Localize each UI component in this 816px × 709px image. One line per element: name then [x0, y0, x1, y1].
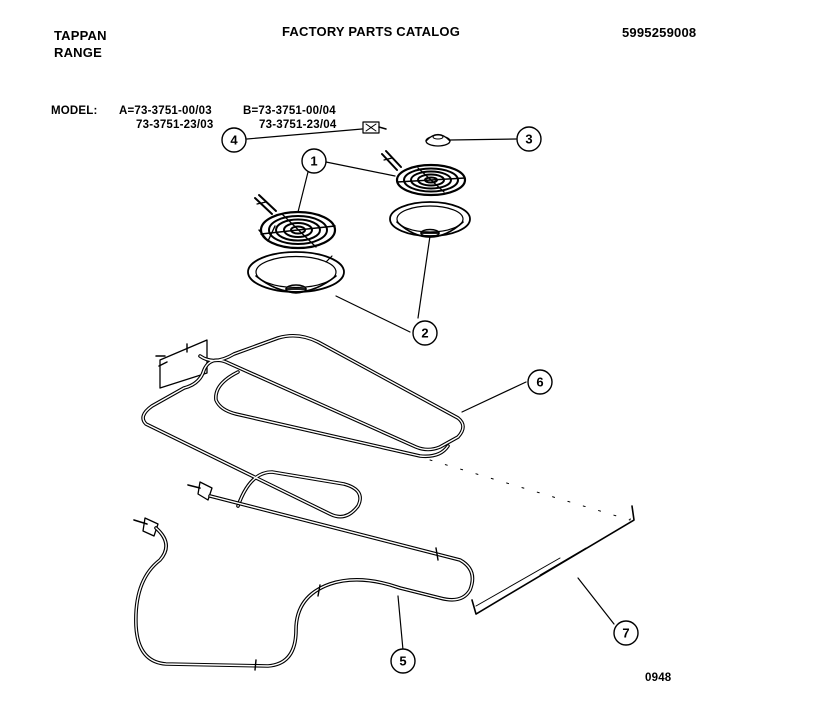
model-b-line2: 73-3751-23/04 — [259, 119, 337, 131]
callout-6-circle — [527, 369, 553, 395]
callout-7: 7 — [622, 626, 629, 641]
callout-2-circle — [412, 320, 438, 346]
page-code: 0948 — [645, 672, 672, 684]
callout-4-circle — [221, 127, 247, 153]
catalog-number: 5995259008 — [622, 25, 697, 40]
part-3-cap — [425, 133, 451, 147]
callout-6: 6 — [536, 375, 543, 390]
callout-2: 2 — [421, 326, 428, 341]
part-4-receptacle — [362, 121, 387, 134]
model-a-line2: 73-3751-23/03 — [136, 119, 214, 131]
part-1-coil-right — [381, 150, 467, 197]
callout-5-circle — [390, 648, 416, 674]
callout-1-circle — [301, 148, 327, 174]
part-2-drip-bowl-left — [247, 251, 345, 294]
callout-3: 3 — [525, 132, 532, 147]
part-1-coil-left — [254, 194, 337, 250]
callout-3-circle — [516, 126, 542, 152]
callout-4: 4 — [230, 133, 238, 148]
part-6-broil-element — [141, 333, 465, 519]
part-5-bake-element — [133, 481, 475, 671]
leader-lines — [246, 128, 615, 651]
model-a-line1: A=73-3751-00/03 — [119, 105, 212, 117]
part-7-shield — [429, 459, 635, 615]
catalog-title: FACTORY PARTS CATALOG — [282, 24, 461, 39]
part-2-drip-bowl-right — [389, 201, 471, 238]
model-label: MODEL: — [51, 105, 98, 117]
model-b-line1: B=73-3751-00/04 — [243, 105, 336, 117]
callout-1: 1 — [310, 154, 317, 169]
callout-7-circle — [613, 620, 639, 646]
brand-line2: RANGE — [54, 45, 102, 60]
callouts — [221, 126, 639, 674]
callout-5: 5 — [399, 654, 406, 669]
brand-line1: TAPPAN — [54, 28, 107, 43]
